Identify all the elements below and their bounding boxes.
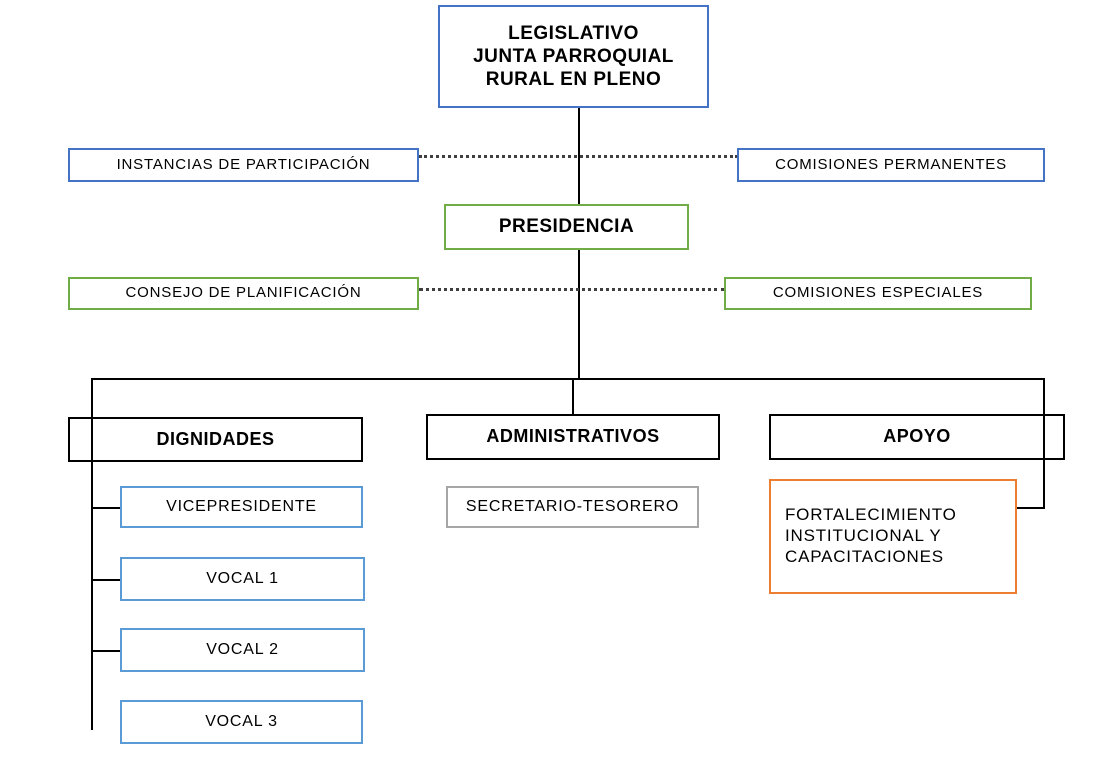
connector-main-trunk	[91, 378, 1045, 380]
connector-dignidades-spine	[91, 378, 93, 730]
node-vocal-3-label: VOCAL 3	[205, 713, 278, 731]
node-legislativo[interactable]: LEGISLATIVO JUNTA PARROQUIAL RURAL EN PL…	[438, 5, 709, 108]
node-presidencia-label: PRESIDENCIA	[498, 216, 635, 238]
connector-dignidades-vocal1	[91, 579, 121, 581]
node-fortalecimiento-line3: CAPACITACIONES	[785, 546, 944, 566]
node-dignidades[interactable]: DIGNIDADES	[68, 417, 363, 462]
node-vocal-1-label: VOCAL 1	[206, 570, 279, 588]
node-fortalecimiento-institucional[interactable]: FORTALECIMIENTO INSTITUCIONAL Y CAPACITA…	[769, 479, 1017, 594]
node-presidencia[interactable]: PRESIDENCIA	[444, 204, 689, 250]
node-administrativos[interactable]: ADMINISTRATIVOS	[426, 414, 720, 460]
connector-dignidades-vocal2	[91, 650, 121, 652]
connector-dotted-row1	[419, 155, 738, 158]
node-legislativo-line1: LEGISLATIVO	[508, 22, 639, 44]
node-fortalecimiento-line1: FORTALECIMIENTO	[785, 505, 957, 525]
node-comisiones-especiales[interactable]: COMISIONES ESPECIALES	[724, 277, 1032, 310]
node-apoyo[interactable]: APOYO	[769, 414, 1065, 460]
node-secretario-tesorero-label: SECRETARIO-TESORERO	[465, 498, 680, 516]
node-comisiones-especiales-label: COMISIONES ESPECIALES	[772, 284, 984, 302]
connector-dignidades-vicepresidente	[91, 507, 121, 509]
node-instancias-participacion[interactable]: INSTANCIAS DE PARTICIPACIÓN	[68, 148, 419, 182]
connector-apoyo-spine	[1043, 378, 1045, 508]
node-apoyo-label: APOYO	[883, 426, 951, 447]
node-secretario-tesorero[interactable]: SECRETARIO-TESORERO	[446, 486, 699, 528]
node-legislativo-line2: JUNTA PARROQUIAL	[473, 45, 674, 67]
node-vocal-2-label: VOCAL 2	[206, 641, 279, 659]
node-vicepresidente[interactable]: VICEPRESIDENTE	[120, 486, 363, 528]
node-consejo-planificacion-label: CONSEJO DE PLANIFICACIÓN	[125, 284, 362, 302]
node-vicepresidente-label: VICEPRESIDENTE	[166, 498, 317, 516]
node-legislativo-line3: RURAL EN PLENO	[485, 69, 662, 91]
node-fortalecimiento-line2: INSTITUCIONAL Y	[785, 526, 942, 546]
node-consejo-planificacion[interactable]: CONSEJO DE PLANIFICACIÓN	[68, 277, 419, 310]
node-comisiones-permanentes-label: COMISIONES PERMANENTES	[775, 155, 1007, 173]
node-vocal-1[interactable]: VOCAL 1	[120, 557, 365, 601]
connector-trunk-administrativos	[572, 378, 574, 414]
node-vocal-2[interactable]: VOCAL 2	[120, 628, 365, 672]
node-comisiones-permanentes[interactable]: COMISIONES PERMANENTES	[737, 148, 1045, 182]
node-administrativos-label: ADMINISTRATIVOS	[486, 426, 660, 447]
node-dignidades-label: DIGNIDADES	[156, 428, 275, 449]
node-vocal-3[interactable]: VOCAL 3	[120, 700, 363, 744]
connector-apoyo-fortalecimiento	[1016, 507, 1045, 509]
connector-dotted-row2	[419, 288, 725, 291]
connector-presidencia-trunk	[578, 250, 580, 380]
node-instancias-participacion-label: INSTANCIAS DE PARTICIPACIÓN	[116, 155, 371, 173]
